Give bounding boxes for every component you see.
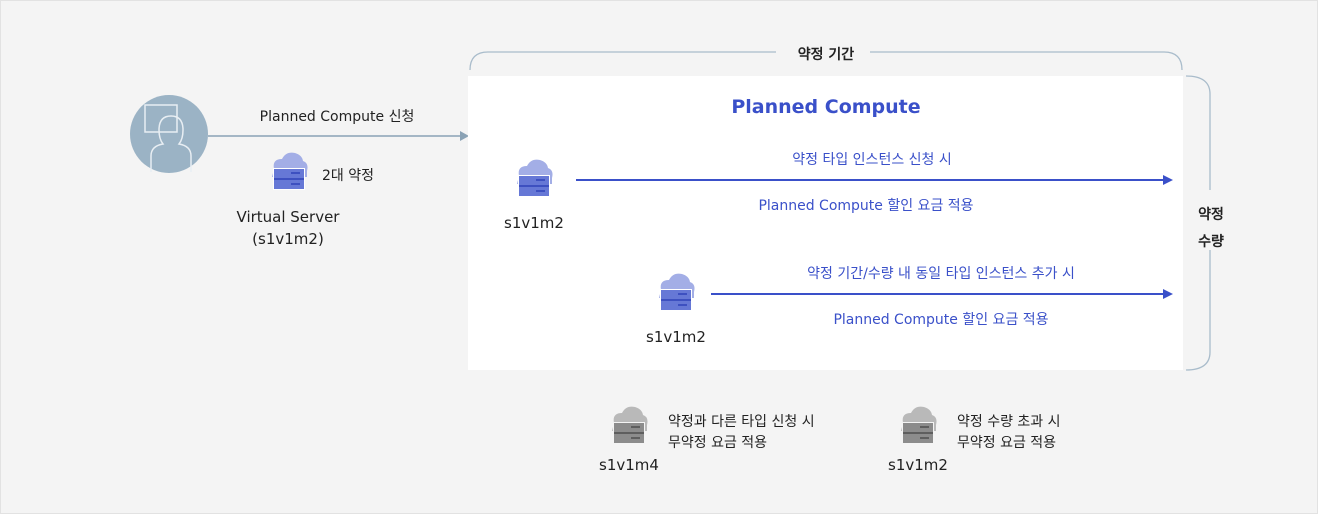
row1-bottom-label: Planned Compute 할인 요금 적용 [758, 198, 974, 214]
server-cloud-icon [272, 152, 308, 190]
quantity-bracket [1185, 75, 1211, 371]
server-cloud-icon [517, 159, 553, 197]
server-cloud-gray-icon [612, 406, 648, 444]
outside-line2: 무약정 요금 적용 [957, 435, 1057, 451]
quantity-label-1: 약정 [1198, 207, 1224, 223]
outside-type: s1v1m4 [599, 456, 659, 474]
panel-title: Planned Compute [731, 96, 921, 118]
planned-compute-panel [468, 76, 1183, 370]
row1-arrow [576, 175, 1173, 185]
quantity-label-2: 수량 [1198, 234, 1224, 250]
row2-bottom-label: Planned Compute 할인 요금 적용 [833, 312, 1049, 328]
row2-top-label: 약정 기간/수량 내 동일 타입 인스턴스 추가 시 [807, 266, 1075, 282]
outside-line2: 무약정 요금 적용 [668, 435, 768, 451]
server-cloud-gray-icon [901, 406, 937, 444]
outside-line1: 약정과 다른 타입 신청 시 [668, 414, 815, 430]
row2-arrow [711, 289, 1173, 299]
instance-type: s1v1m2 [646, 328, 706, 346]
instance-type: s1v1m2 [504, 214, 564, 232]
commit-count: 2대 약정 [322, 168, 374, 184]
outside-type: s1v1m2 [888, 456, 948, 474]
row1-top-label: 약정 타입 인스턴스 신청 시 [792, 152, 952, 168]
period-bracket [469, 51, 1183, 71]
request-arrow [208, 131, 469, 141]
period-label: 약정 기간 [797, 47, 855, 63]
request-label: Planned Compute 신청 [259, 109, 415, 125]
server-cloud-icon [659, 273, 695, 311]
outside-line1: 약정 수량 초과 시 [957, 414, 1061, 430]
user-avatar-icon [130, 95, 208, 173]
server-name: Virtual Server [236, 208, 340, 226]
server-type: (s1v1m2) [252, 230, 324, 248]
